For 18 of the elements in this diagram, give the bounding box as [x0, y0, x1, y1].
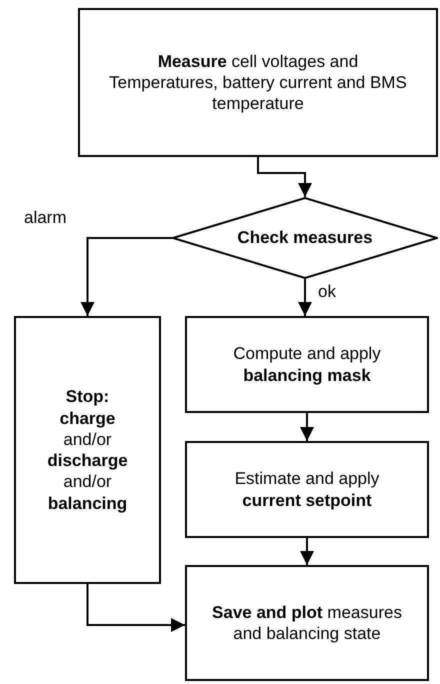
- arrow: [86, 584, 185, 632]
- arrow: [300, 413, 314, 441]
- step-text: Save and plot measures and balancing state: [211, 602, 403, 644]
- process-box: [78, 8, 438, 157]
- step-text: Compute and apply balancing mask: [232, 343, 382, 386]
- decision-diamond: [172, 197, 438, 279]
- arrow: [80, 237, 172, 316]
- process-box: [14, 316, 161, 584]
- step-text: Measure cell voltages and Temperatures, battery current and BMS temperature: [108, 50, 408, 114]
- arrow: [257, 157, 312, 197]
- arrow: [300, 538, 314, 565]
- decision-text: Check measures: [237, 227, 373, 249]
- step-text: Estimate and apply current setpoint: [234, 468, 380, 511]
- process-box: [185, 441, 429, 538]
- arrow: [298, 279, 312, 316]
- process-box: [185, 565, 429, 681]
- process-box: [185, 316, 429, 413]
- step-text: Stop: charge and/or discharge and/or balancing: [46, 386, 129, 514]
